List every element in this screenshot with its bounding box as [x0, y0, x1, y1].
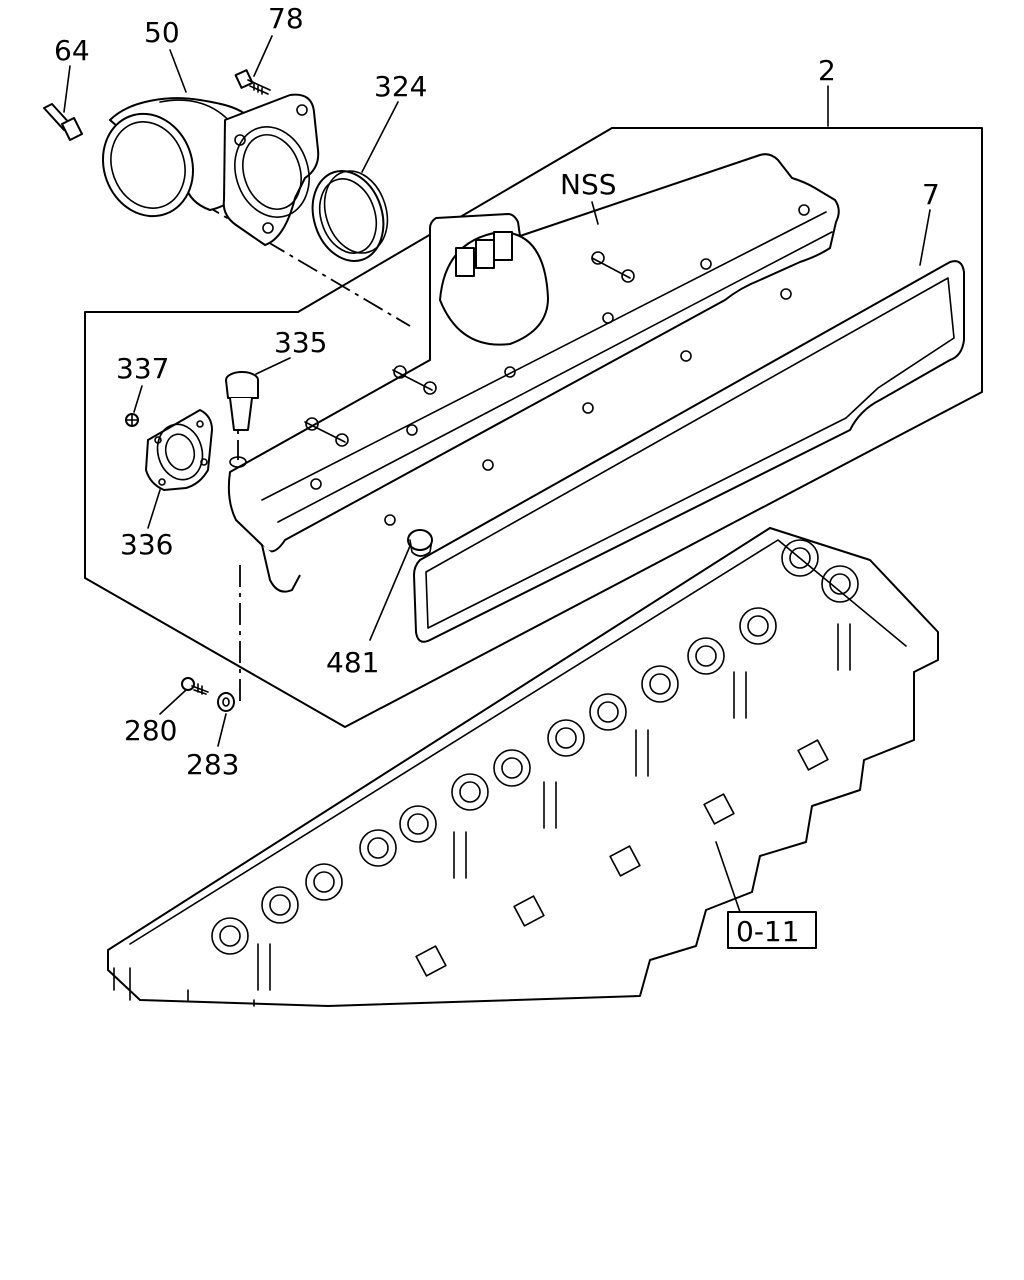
callout-481: 481 [326, 646, 379, 679]
cylinder-head [107, 527, 939, 1007]
sensor-part-335 [225, 371, 259, 431]
callout-50: 50 [144, 16, 180, 49]
callout-280: 280 [124, 714, 177, 747]
callout-78: 78 [268, 2, 304, 35]
elbow-flange [222, 93, 320, 246]
reference-box[interactable]: 0-11 [727, 911, 817, 949]
callout-283: 283 [186, 748, 239, 781]
bolt-part-78 [234, 69, 271, 95]
callout-335: 335 [274, 326, 327, 359]
intake-manifold [227, 153, 840, 593]
flange-plate-part-336 [145, 409, 213, 491]
callout-7: 7 [922, 178, 940, 211]
assembly-boundary [84, 127, 983, 728]
callout-337: 337 [116, 352, 169, 385]
stud-part-64 [43, 103, 83, 141]
plug-part-481 [407, 529, 433, 557]
washer-part-283 [217, 692, 235, 712]
callout-324: 324 [374, 70, 427, 103]
gasket-part-7 [413, 260, 965, 643]
callout-64: 64 [54, 34, 90, 67]
callout-2: 2 [818, 54, 836, 87]
callout-336: 336 [120, 528, 173, 561]
bolt-part-280 [181, 677, 209, 695]
bolt-part-337 [125, 413, 139, 427]
reference-label: 0-11 [736, 915, 800, 948]
seal-ring-part-324 [311, 170, 389, 262]
callout-nss: NSS [560, 168, 617, 201]
leader-lines [63, 35, 931, 913]
